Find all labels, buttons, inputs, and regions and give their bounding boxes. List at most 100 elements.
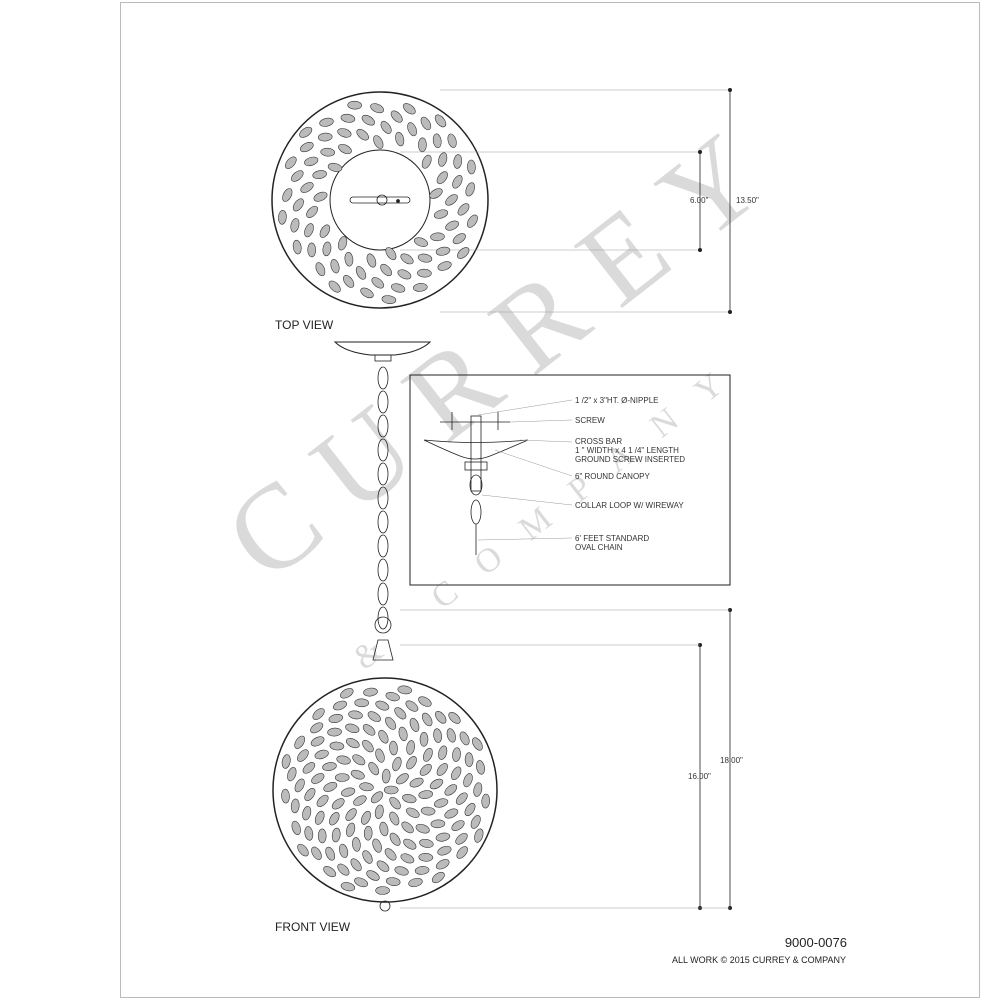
leaf	[389, 796, 401, 810]
leaf	[314, 749, 329, 760]
leaf	[453, 154, 463, 169]
leaf	[327, 727, 342, 737]
leaf	[406, 807, 420, 818]
chain	[377, 366, 389, 630]
leaf	[290, 218, 300, 233]
leaf	[418, 137, 427, 153]
leaf	[418, 696, 432, 707]
leaf	[300, 182, 314, 193]
leaf	[437, 261, 452, 271]
leaf	[446, 728, 456, 743]
page-border	[120, 2, 980, 998]
leaf	[385, 877, 401, 886]
leaf	[444, 808, 459, 819]
leaf	[438, 152, 448, 167]
leaf	[307, 242, 317, 258]
leaf	[375, 886, 390, 895]
leaf	[435, 832, 451, 842]
leaf	[418, 790, 433, 799]
leaf	[380, 120, 392, 134]
leaf	[380, 263, 392, 277]
chain-link	[377, 582, 389, 606]
leaf	[366, 253, 377, 268]
leaf	[317, 132, 333, 142]
leaf	[432, 133, 442, 149]
leaf	[467, 159, 476, 175]
leaf	[444, 784, 458, 796]
leaf	[355, 266, 367, 280]
leaf	[406, 756, 417, 770]
leaf	[294, 735, 306, 749]
leaf	[409, 777, 424, 788]
leaf	[400, 253, 414, 265]
leaf	[383, 785, 399, 795]
leaf	[322, 241, 332, 257]
leaf	[304, 156, 319, 167]
leaf	[291, 170, 304, 182]
leaf	[403, 838, 417, 850]
leaf	[419, 732, 429, 747]
leaf	[290, 798, 300, 814]
leaf-pattern	[278, 100, 478, 304]
leaf	[473, 782, 483, 797]
leaf	[431, 871, 445, 884]
copyright: ALL WORK © 2015 CURREY & COMPANY	[671, 955, 846, 965]
leaf	[394, 866, 409, 876]
leaf	[294, 778, 305, 793]
leaf	[345, 723, 360, 733]
leaf	[370, 791, 384, 804]
callout-screw: SCREW	[575, 416, 605, 425]
leaf	[323, 866, 337, 878]
leaf	[347, 100, 362, 110]
leaf	[299, 142, 314, 153]
callout-chain: 6' FEET STANDARD OVAL CHAIN	[575, 534, 649, 552]
leaf	[419, 763, 432, 776]
leaf	[327, 162, 343, 172]
leaf	[278, 210, 287, 225]
leaf	[376, 860, 390, 872]
leaf	[418, 852, 434, 862]
leaf	[414, 866, 430, 875]
leaf	[470, 815, 481, 829]
leaf	[337, 863, 350, 876]
leaf	[304, 826, 314, 841]
leaf	[297, 843, 309, 857]
leaf	[315, 262, 326, 277]
leaf	[374, 804, 384, 820]
leaf	[356, 128, 369, 141]
leaf	[402, 103, 416, 115]
leaf	[360, 287, 374, 299]
front-view-label: FRONT VIEW	[275, 920, 351, 934]
leaf	[398, 726, 408, 742]
leaf	[455, 792, 468, 805]
leaf	[333, 700, 347, 711]
chain-link	[377, 486, 389, 510]
leaf	[299, 126, 313, 138]
leaf	[370, 103, 385, 114]
top-view-fixture	[271, 91, 489, 309]
dim-top-canopy: 6.00"	[690, 196, 709, 205]
leaf	[451, 766, 462, 781]
leaf	[457, 247, 470, 259]
leaf	[311, 846, 322, 860]
leaf	[430, 819, 446, 829]
chain-link	[377, 390, 389, 414]
leaf	[452, 233, 466, 245]
callout-cross-bar: CROSS BAR 1 " WIDTH x 4 1 /4" LENGTH GRO…	[575, 437, 685, 464]
leaf	[402, 794, 417, 804]
leaf	[334, 773, 350, 782]
leaf	[304, 223, 314, 238]
leaf	[350, 769, 365, 780]
leaf	[322, 762, 337, 772]
leaf	[371, 277, 385, 289]
leaf	[389, 740, 398, 756]
leaf	[476, 760, 485, 775]
dim-top-overall: 13.50"	[736, 196, 759, 205]
leaf	[354, 877, 369, 888]
leaf	[362, 850, 373, 864]
leaf	[304, 788, 316, 801]
leaf	[463, 773, 473, 788]
leaf	[336, 755, 351, 765]
leaf	[408, 877, 423, 888]
leaf	[452, 175, 463, 189]
